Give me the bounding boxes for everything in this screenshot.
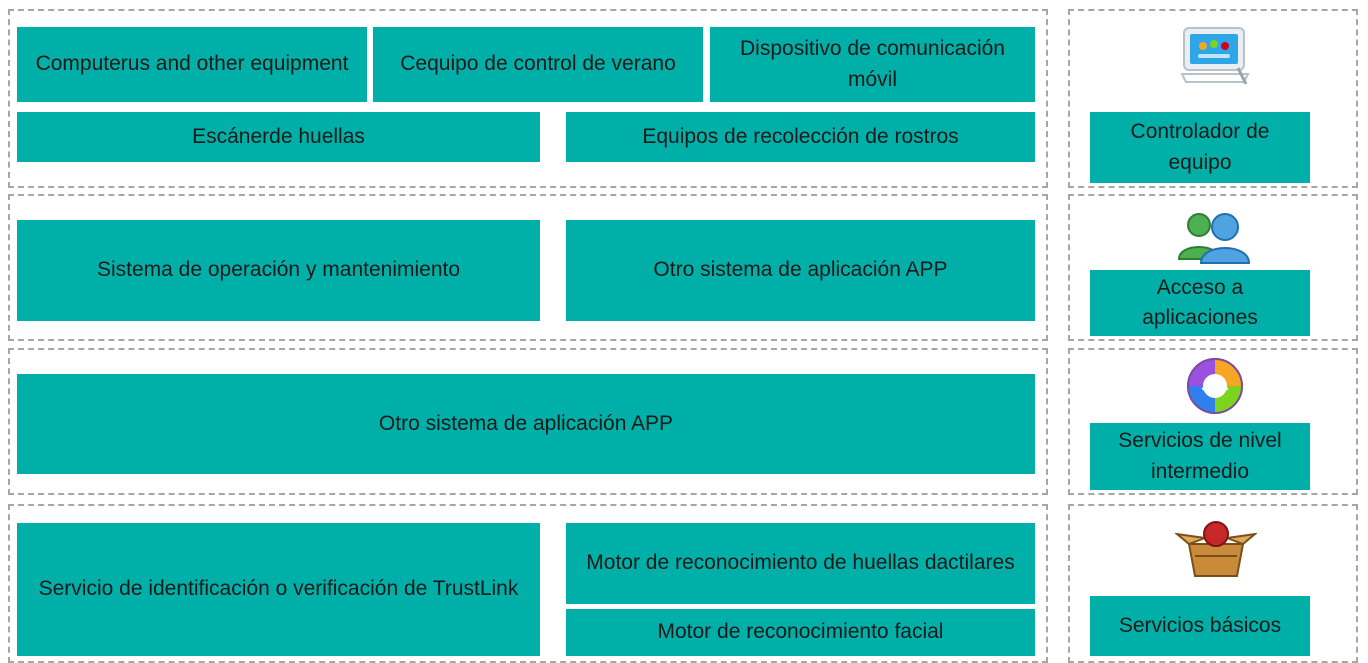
side-label-app-access: Acceso a aplicaciones xyxy=(1090,270,1310,336)
device-box-face-collection: Equipos de recolección de rostros xyxy=(566,112,1035,162)
tablet-terminal-icon xyxy=(1180,27,1250,85)
basic-box-fingerprint-engine: Motor de reconocimiento de huellas dacti… xyxy=(566,523,1035,604)
side-label-device-controller: Controlador de equipo xyxy=(1090,112,1310,183)
middleware-box-other-app-system: Otro sistema de aplicación APP xyxy=(17,374,1035,474)
side-label-middleware-services: Servicios de nivel intermedio xyxy=(1090,423,1310,490)
device-box-control-equipment: Cequipo de control de verano xyxy=(373,27,703,102)
basic-layer-frame xyxy=(8,504,1048,663)
users-icon xyxy=(1177,213,1251,264)
device-side-frame xyxy=(1068,9,1358,188)
side-label-basic-services: Servicios básicos xyxy=(1090,596,1310,656)
middleware-layer-frame xyxy=(8,348,1048,495)
device-box-fingerprint-scanner: Escánerde huellas xyxy=(17,112,540,162)
colorful-ring-icon xyxy=(1187,358,1243,414)
basic-box-trustlink-service: Servicio de identificación o verificació… xyxy=(17,523,540,656)
device-box-computers: Computerus and other equipment xyxy=(17,27,367,102)
app-box-other-app-system: Otro sistema de aplicación APP xyxy=(566,220,1035,321)
middleware-side-frame xyxy=(1068,348,1358,495)
application-layer-frame xyxy=(8,194,1048,341)
app-box-operation-maintenance: Sistema de operación y mantenimiento xyxy=(17,220,540,321)
device-box-mobile-communication: Dispositivo de comunicación móvil xyxy=(710,27,1035,102)
device-layer-frame xyxy=(8,9,1048,188)
basic-side-frame xyxy=(1068,504,1358,663)
application-side-frame xyxy=(1068,194,1358,341)
open-gift-box-icon xyxy=(1175,521,1257,577)
basic-box-face-engine: Motor de reconocimiento facial xyxy=(566,609,1035,656)
